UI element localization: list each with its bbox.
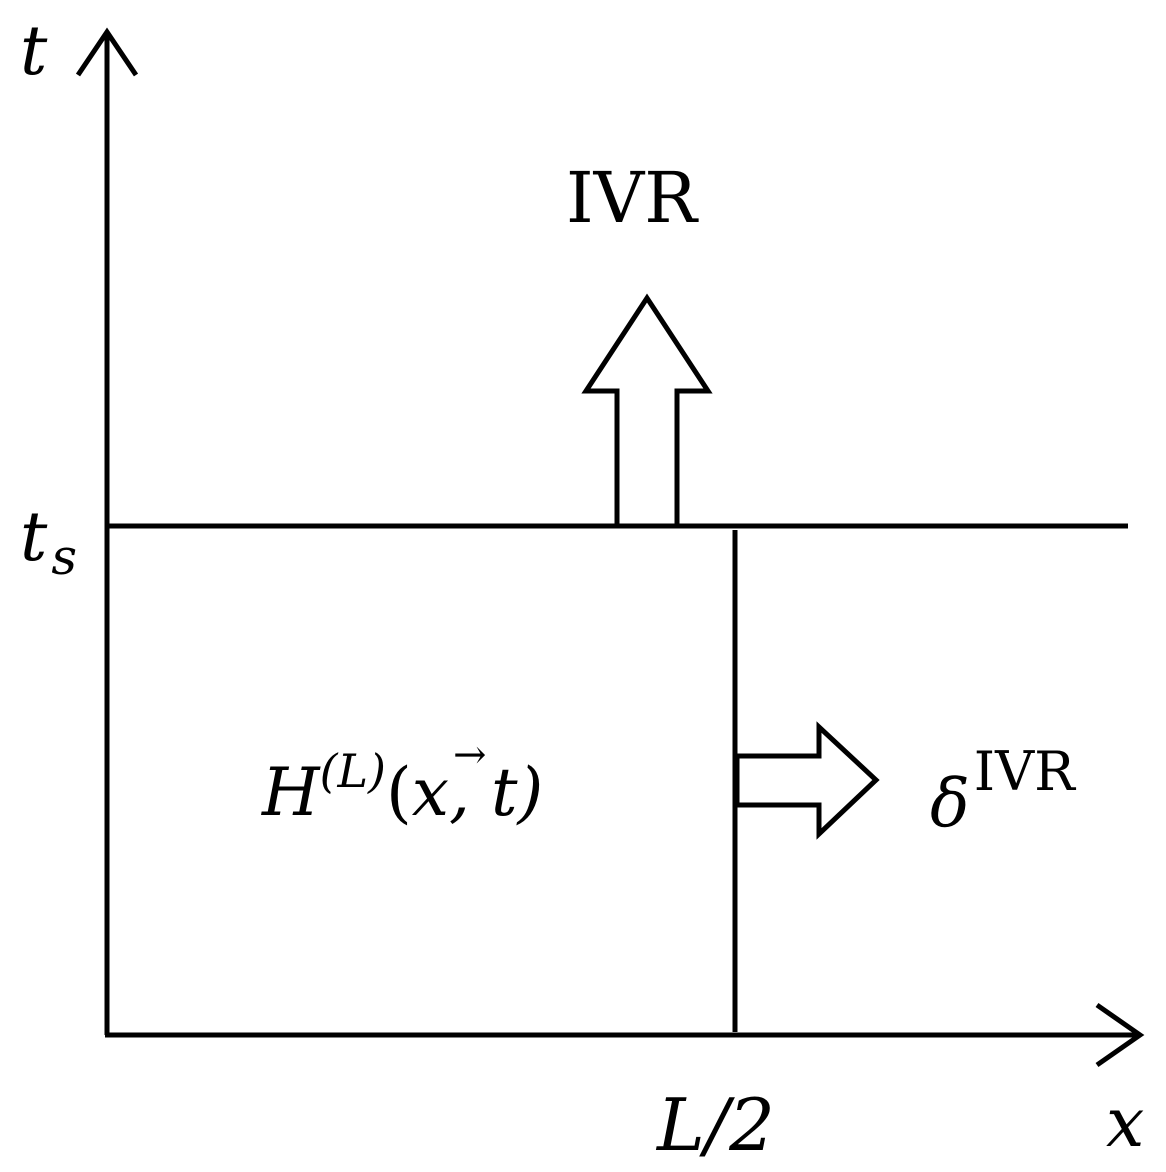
ts-label: ts xyxy=(20,498,77,586)
ivr-up-label: IVR xyxy=(566,157,699,239)
delta-ivr-label: δIVR xyxy=(930,740,1076,842)
vector-arrow-icon: → xyxy=(453,732,487,778)
x-axis-label: x xyxy=(1106,1084,1144,1163)
t-axis-label: t xyxy=(20,12,48,91)
delta-ivr-right-arrow xyxy=(734,721,880,840)
x-axis-arrowhead xyxy=(1095,1002,1145,1068)
half-length-tick-label: L/2 xyxy=(655,1083,775,1167)
hamiltonian-label: H(L)(x, t) xyxy=(261,744,543,831)
delta-symbol: δ xyxy=(930,765,970,842)
ts-label-subscript: s xyxy=(51,528,77,586)
hamiltonian-open-paren: ( xyxy=(386,754,412,831)
hamiltonian-arguments: , t) xyxy=(449,754,543,831)
hamiltonian-position-vector: x xyxy=(412,754,449,831)
hamiltonian-superscript: (L) xyxy=(320,744,386,798)
hamiltonian-symbol: H xyxy=(261,754,321,831)
ts-label-base: t xyxy=(20,498,48,577)
t-axis-arrowhead xyxy=(75,27,139,77)
delta-superscript: IVR xyxy=(974,740,1076,803)
ivr-up-arrow xyxy=(581,293,713,529)
